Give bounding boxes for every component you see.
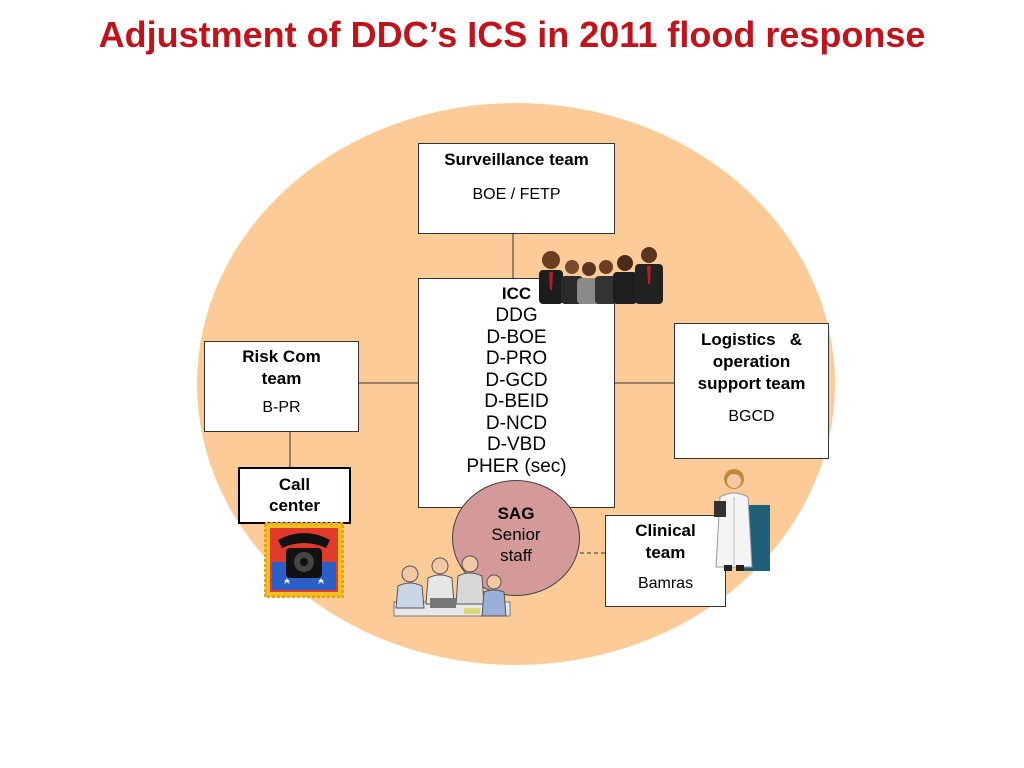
meeting-people-icon: [393, 555, 511, 617]
risk-com-sub: B-PR: [262, 399, 301, 416]
icc-member: D-NCD: [485, 412, 548, 434]
clinical-sub: Bamras: [637, 575, 694, 592]
icc-member: D-BOE: [486, 326, 547, 348]
clinical-heading-line1: Clinical: [635, 521, 696, 540]
logistics-sub: BGCD: [728, 408, 775, 425]
sag-heading: SAG: [497, 504, 535, 523]
telephone-stamp-icon: [264, 522, 344, 598]
icc-member: D-BEID: [484, 391, 549, 412]
icc-box: ICC DDG D-BOE D-PRO D-GCD D-BEID D-NCD D…: [418, 278, 615, 508]
icc-member: D-PRO: [485, 348, 548, 369]
icc-member: PHER (sec): [466, 455, 567, 477]
icc-member: D-GCD: [485, 369, 548, 391]
surveillance-team-box: Surveillance team BOE / FETP: [418, 143, 615, 234]
doctor-icon: [714, 469, 770, 571]
clinical-heading-line2: team: [645, 543, 686, 562]
logistics-heading-line3: support team: [697, 374, 806, 393]
business-people-icon: [539, 247, 663, 304]
surveillance-team-sub: BOE / FETP: [472, 186, 561, 203]
icc-member: DDG: [495, 305, 538, 326]
call-center-line1: Call: [278, 475, 311, 494]
logistics-heading-line2: operation: [712, 352, 791, 371]
clinical-team-box: Clinical team Bamras: [605, 515, 726, 607]
risk-com-heading-line2: team: [261, 369, 302, 388]
sag-line2: staff: [500, 546, 532, 565]
surveillance-team-heading: Surveillance team: [444, 150, 589, 169]
icc-member: D-VBD: [486, 434, 547, 455]
page-title: Adjustment of DDC’s ICS in 2011 flood re…: [98, 14, 926, 55]
icc-heading: ICC: [501, 284, 532, 303]
call-center-line2: center: [268, 496, 321, 515]
sag-line1: Senior: [491, 525, 541, 544]
call-center-box: Call center: [238, 467, 351, 524]
logistics-team-box: Logistics & operation support team BGCD: [674, 323, 829, 459]
risk-com-team-box: Risk Com team B-PR: [204, 341, 359, 432]
logistics-heading-line1: Logistics &: [700, 330, 803, 349]
risk-com-heading-line1: Risk Com: [242, 347, 321, 366]
